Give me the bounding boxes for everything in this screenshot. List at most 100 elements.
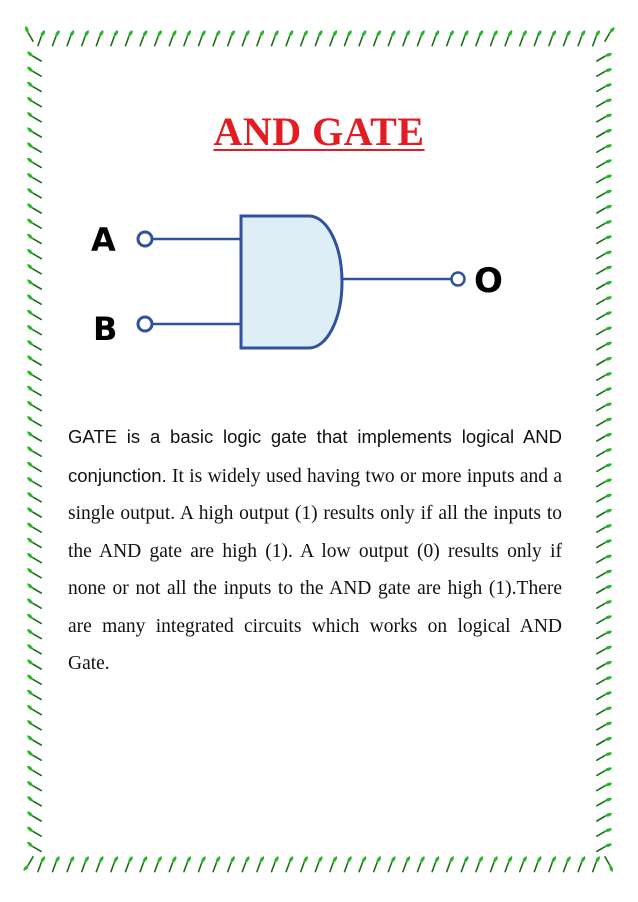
leaf-ornament — [26, 249, 42, 260]
leaf-ornament — [504, 856, 513, 873]
leaf-ornament — [596, 478, 613, 488]
leaf-ornament — [596, 220, 613, 229]
leaf-ornament — [596, 797, 613, 807]
leaf-ornament — [329, 30, 338, 47]
leaf-ornament — [596, 706, 613, 716]
leaf-ornament — [26, 720, 42, 731]
leaf-ornament — [26, 765, 42, 777]
input-b-label: B — [93, 310, 117, 348]
leaf-ornament — [37, 856, 46, 873]
leaf-ornament — [256, 30, 265, 47]
leaf-ornament — [314, 30, 323, 47]
leaf-ornament — [26, 568, 42, 579]
leaf-ornament — [329, 856, 338, 873]
leaf-ornament — [591, 30, 600, 47]
input-b-terminal — [136, 315, 154, 333]
leaf-ornament — [66, 856, 75, 873]
leaf-ornament — [299, 856, 308, 873]
leaf-ornament — [168, 856, 177, 873]
leaf-ornament — [596, 387, 613, 397]
leaf-ornament — [26, 583, 42, 594]
leaf-ornament — [66, 30, 75, 47]
leaf-ornament — [596, 645, 613, 655]
leaf-ornament — [596, 463, 613, 473]
leaf-ornament — [26, 553, 42, 564]
leaf-ornament — [26, 112, 42, 123]
leaf-ornament — [604, 856, 613, 873]
leaf-ornament — [26, 796, 42, 807]
leaf-ornament — [343, 30, 352, 47]
leaf-ornament — [80, 30, 89, 47]
leaf-ornament — [26, 674, 42, 686]
description-paragraph: GATE is a basic logic gate that implemen… — [68, 418, 562, 683]
leaf-ornament — [26, 81, 42, 93]
leaf-ornament — [416, 856, 425, 873]
leaf-ornament — [314, 856, 323, 873]
leaf-ornament — [26, 477, 42, 488]
leaf-ornament — [26, 629, 42, 640]
leaf-ornament — [26, 644, 42, 655]
leaf-ornament — [518, 856, 527, 873]
leaf-ornament — [596, 235, 613, 245]
leaf-ornament — [596, 159, 613, 169]
leaf-ornament — [596, 68, 613, 77]
leaf-ornament — [596, 585, 613, 594]
leaf-ornament — [26, 705, 42, 716]
leaf-ornament — [37, 30, 46, 47]
leaf-ornament — [26, 431, 42, 442]
leaf-ornament — [26, 811, 42, 822]
leaf-ornament — [197, 856, 206, 873]
leaf-ornament — [26, 385, 42, 397]
leaf-ornament — [596, 737, 613, 746]
leaf-ornament — [25, 25, 34, 42]
leaf-ornament — [124, 856, 133, 873]
page-title: AND GATE — [213, 109, 425, 154]
leaf-ornament — [372, 30, 381, 47]
leaf-ornament — [270, 856, 279, 873]
leaf-ornament — [183, 856, 192, 873]
leaf-ornament — [26, 127, 42, 138]
leaf-ornament — [299, 30, 308, 47]
leaf-ornament — [26, 294, 42, 306]
leaf-ornament — [26, 781, 42, 792]
leaf-ornament — [577, 30, 586, 47]
leaf-ornament — [604, 26, 615, 42]
leaf-ornament — [110, 856, 119, 873]
leaf-ornament — [596, 509, 613, 518]
output-label: O — [474, 261, 503, 301]
leaf-ornament — [372, 856, 381, 873]
leaf-ornament — [504, 30, 513, 47]
leaf-ornament — [26, 309, 42, 321]
leaf-ornament — [26, 370, 42, 382]
leaf-ornament — [153, 856, 162, 873]
leaf-ornament — [596, 53, 613, 62]
leaf-ornament — [596, 630, 613, 640]
leaf-ornament — [596, 615, 613, 625]
leaf-ornament — [26, 188, 42, 199]
leaf-ornament — [26, 325, 42, 336]
leaf-ornament — [358, 30, 367, 47]
leaf-ornament — [533, 30, 542, 47]
leaf-ornament — [518, 30, 527, 47]
leaf-ornament — [596, 144, 613, 153]
leaf-ornament — [596, 752, 613, 762]
leaf-ornament — [596, 433, 613, 442]
leaf-ornament — [51, 30, 60, 47]
leaf-ornament — [197, 30, 206, 47]
leaf-ornament — [402, 856, 411, 873]
leaf-ornament — [591, 856, 600, 873]
leaf-ornament — [51, 856, 60, 873]
leaf-ornament — [168, 30, 177, 47]
leaf-ornament — [26, 598, 42, 610]
leaf-ornament — [596, 205, 613, 214]
input-a-terminal — [136, 230, 154, 248]
leaf-ornament — [26, 218, 42, 229]
leaf-ornament — [26, 659, 42, 670]
output-terminal — [450, 271, 466, 287]
leaf-ornament — [596, 782, 613, 792]
leaf-ornament — [226, 30, 235, 47]
leaf-ornament — [596, 83, 613, 93]
leaf-ornament — [343, 856, 352, 873]
leaf-ornament — [596, 281, 613, 290]
leaf-ornament — [596, 265, 613, 275]
